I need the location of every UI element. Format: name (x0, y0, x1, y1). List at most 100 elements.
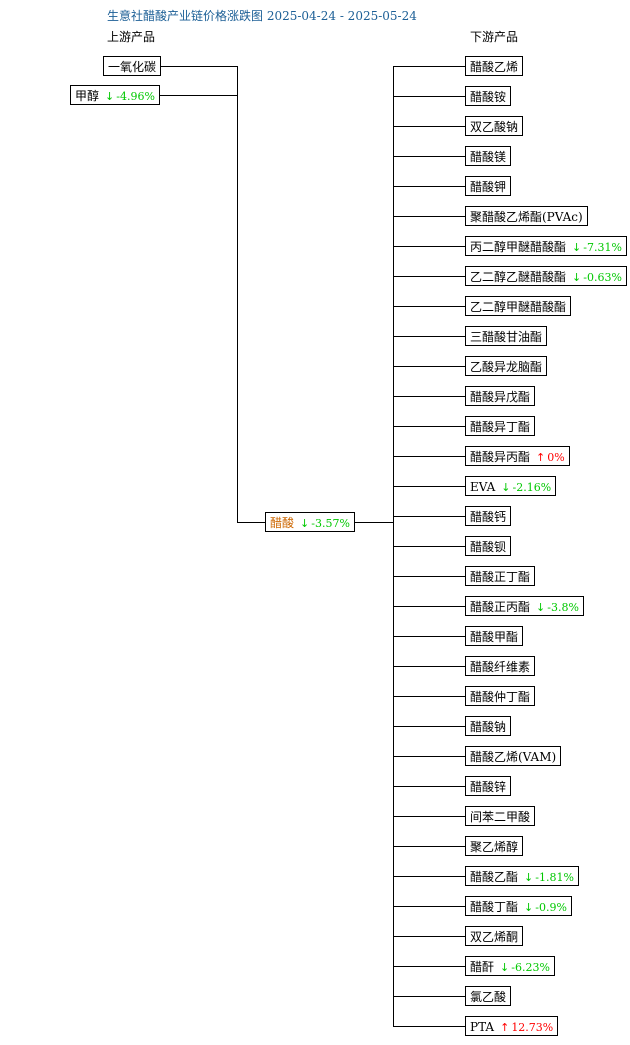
downstream-node[interactable]: 乙酸异龙脑酯 (465, 356, 548, 376)
arrow-down-icon: ↓ (500, 961, 510, 974)
change-text: -3.57% (311, 517, 350, 530)
downstream-node[interactable]: 丙二醇甲醚醋酸酯 ↓-7.31% (465, 236, 627, 256)
node-label: 醋酸 (270, 516, 295, 530)
change-text: -1.81% (535, 871, 574, 884)
arrow-down-icon: ↓ (536, 601, 546, 614)
downstream-node[interactable]: 醋酸正丙酯 ↓-3.8% (465, 596, 584, 616)
change-text: -4.96% (116, 90, 155, 103)
change-value: ↓-1.81% (524, 871, 574, 884)
downstream-node[interactable]: 醋酸钙 (465, 506, 512, 526)
downstream-node[interactable]: 醋酸乙烯 (465, 56, 524, 76)
change-text: 12.73% (511, 1021, 554, 1034)
node-label: 醋酸锌 (470, 780, 507, 794)
downstream-node[interactable]: 醋酐 ↓-6.23% (465, 956, 555, 976)
change-text: -2.16% (512, 481, 552, 494)
downstream-node[interactable]: 醋酸异丁酯 (465, 416, 536, 436)
node-label: 醋酸纤维素 (470, 660, 531, 674)
node-label: 醋酸仲丁酯 (470, 690, 531, 704)
node-label: 醋酐 (470, 960, 495, 974)
node-label: PTA (470, 1020, 495, 1034)
change-value: ↓-0.9% (524, 901, 567, 914)
node-label: 醋酸甲酯 (470, 630, 519, 644)
node-label: 醋酸正丁酯 (470, 570, 531, 584)
arrow-down-icon: ↓ (300, 517, 310, 530)
downstream-node[interactable]: 三醋酸甘油酯 (465, 326, 548, 346)
node-label: 醋酸乙酯 (470, 870, 519, 884)
change-text: -3.8% (547, 601, 579, 614)
downstream-node[interactable]: 醋酸钡 (465, 536, 512, 556)
downstream-node[interactable]: 醋酸异戊酯 (465, 386, 536, 406)
node-label: 双乙酸钠 (470, 120, 519, 134)
node-label: 醋酸镁 (470, 150, 507, 164)
downstream-node[interactable]: PTA ↑12.73% (465, 1016, 559, 1036)
node-label: 醋酸钡 (470, 540, 507, 554)
arrow-down-icon: ↓ (105, 90, 115, 103)
center-node[interactable]: 醋酸 ↓-3.57% (265, 512, 355, 532)
node-label: 醋酸乙烯(VAM) (470, 750, 557, 764)
downstream-node[interactable]: 醋酸铵 (465, 86, 512, 106)
node-label: 乙酸异龙脑酯 (470, 360, 543, 374)
node-label: 醋酸异丁酯 (470, 420, 531, 434)
node-label: 氯乙酸 (470, 990, 507, 1004)
downstream-node[interactable]: 乙二醇乙醚醋酸酯 ↓-0.63% (465, 266, 627, 286)
downstream-node[interactable]: 醋酸钾 (465, 176, 512, 196)
upstream-header: 上游产品 (107, 30, 156, 44)
node-label: 甲醇 (75, 89, 100, 103)
change-value: ↓-0.63% (572, 271, 622, 284)
node-label: 聚乙烯醇 (470, 840, 519, 854)
node-label: 乙二醇乙醚醋酸酯 (470, 270, 567, 284)
downstream-node[interactable]: 醋酸丁酯 ↓-0.9% (465, 896, 572, 916)
change-value: ↓-3.57% (300, 517, 350, 530)
downstream-node[interactable]: 醋酸乙酯 ↓-1.81% (465, 866, 579, 886)
change-text: -0.63% (583, 271, 622, 284)
node-label: 聚醋酸乙烯酯(PVAc) (470, 210, 583, 224)
downstream-node[interactable]: 氯乙酸 (465, 986, 512, 1006)
upstream-node[interactable]: 一氧化碳 (103, 56, 162, 76)
downstream-node[interactable]: 醋酸钠 (465, 716, 512, 736)
node-label: 醋酸异戊酯 (470, 390, 531, 404)
downstream-node[interactable]: 醋酸异丙酯 ↑0% (465, 446, 570, 466)
change-value: ↓-3.8% (536, 601, 579, 614)
downstream-node[interactable]: EVA↓-2.16% (465, 476, 557, 496)
node-label: 醋酸丁酯 (470, 900, 519, 914)
node-label: 醋酸钠 (470, 720, 507, 734)
arrow-down-icon: ↓ (524, 871, 534, 884)
downstream-node[interactable]: 双乙酸钠 (465, 116, 524, 136)
node-label: 间苯二甲酸 (470, 810, 531, 824)
node-label: 三醋酸甘油酯 (470, 330, 543, 344)
downstream-node[interactable]: 醋酸乙烯(VAM) (465, 746, 562, 766)
downstream-node[interactable]: 醋酸锌 (465, 776, 512, 796)
node-label: 丙二醇甲醚醋酸酯 (470, 240, 567, 254)
downstream-node[interactable]: 醋酸甲酯 (465, 626, 524, 646)
node-label: 双乙烯酮 (470, 930, 519, 944)
node-label: 醋酸正丙酯 (470, 600, 531, 614)
arrow-down-icon: ↓ (572, 241, 582, 254)
node-label: 乙二醇甲醚醋酸酯 (470, 300, 567, 314)
downstream-node[interactable]: 醋酸纤维素 (465, 656, 536, 676)
downstream-node[interactable]: 醋酸镁 (465, 146, 512, 166)
change-value: ↓-6.23% (500, 961, 550, 974)
downstream-node[interactable]: 醋酸仲丁酯 (465, 686, 536, 706)
node-label: 醋酸异丙酯 (470, 450, 531, 464)
downstream-node[interactable]: 双乙烯酮 (465, 926, 524, 946)
node-label: 醋酸钾 (470, 180, 507, 194)
node-label: 醋酸铵 (470, 90, 507, 104)
change-text: -6.23% (511, 961, 550, 974)
downstream-node[interactable]: 聚乙烯醇 (465, 836, 524, 856)
downstream-node[interactable]: 间苯二甲酸 (465, 806, 536, 826)
downstream-node[interactable]: 乙二醇甲醚醋酸酯 (465, 296, 572, 316)
downstream-node[interactable]: 醋酸正丁酯 (465, 566, 536, 586)
change-value: ↑0% (536, 451, 565, 464)
upstream-node[interactable]: 甲醇 ↓-4.96% (70, 85, 160, 105)
chart-title: 生意社醋酸产业链价格涨跌图 2025-04-24 - 2025-05-24 (107, 9, 417, 23)
change-text: -7.31% (583, 241, 622, 254)
change-value: ↓-2.16% (501, 481, 551, 494)
downstream-node[interactable]: 聚醋酸乙烯酯(PVAc) (465, 206, 588, 226)
change-value: ↓-7.31% (572, 241, 622, 254)
node-label: 醋酸乙烯 (470, 60, 519, 74)
arrow-up-icon: ↑ (500, 1021, 510, 1034)
change-value: ↑12.73% (500, 1021, 553, 1034)
arrow-down-icon: ↓ (501, 481, 511, 494)
change-text: -0.9% (535, 901, 567, 914)
